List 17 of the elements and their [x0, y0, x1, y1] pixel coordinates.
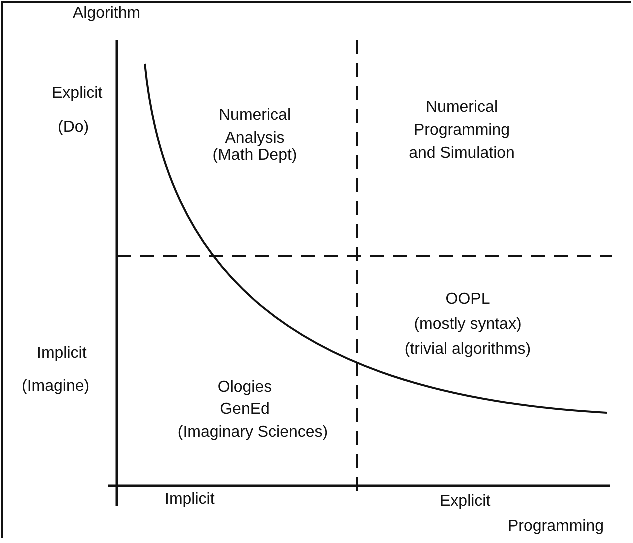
- axis-label: Implicit: [165, 490, 215, 510]
- quadrant-label: Ologies: [218, 378, 272, 398]
- quadrant-label: (Imaginary Sciences): [178, 423, 328, 443]
- quadrant-label: (mostly syntax): [414, 315, 522, 335]
- quadrant-label: GenEd: [220, 400, 270, 420]
- axis-label: (Imagine): [22, 377, 90, 397]
- axis-label: Programming: [508, 517, 604, 537]
- axis-label: Implicit: [37, 344, 87, 364]
- quadrant-label: (Math Dept): [212, 146, 298, 166]
- axis-label: Explicit: [52, 84, 103, 104]
- quadrant-label: (trivial algorithms): [404, 340, 532, 360]
- quadrant-label: Numerical Programming and Simulation: [408, 98, 516, 164]
- axis-label: Algorithm: [73, 4, 141, 24]
- axis-label: Explicit: [440, 492, 491, 512]
- quadrant-label: OOPL: [446, 290, 490, 310]
- axis-label: (Do): [58, 118, 90, 138]
- quadrant-label: Numerical Analysis: [218, 106, 292, 148]
